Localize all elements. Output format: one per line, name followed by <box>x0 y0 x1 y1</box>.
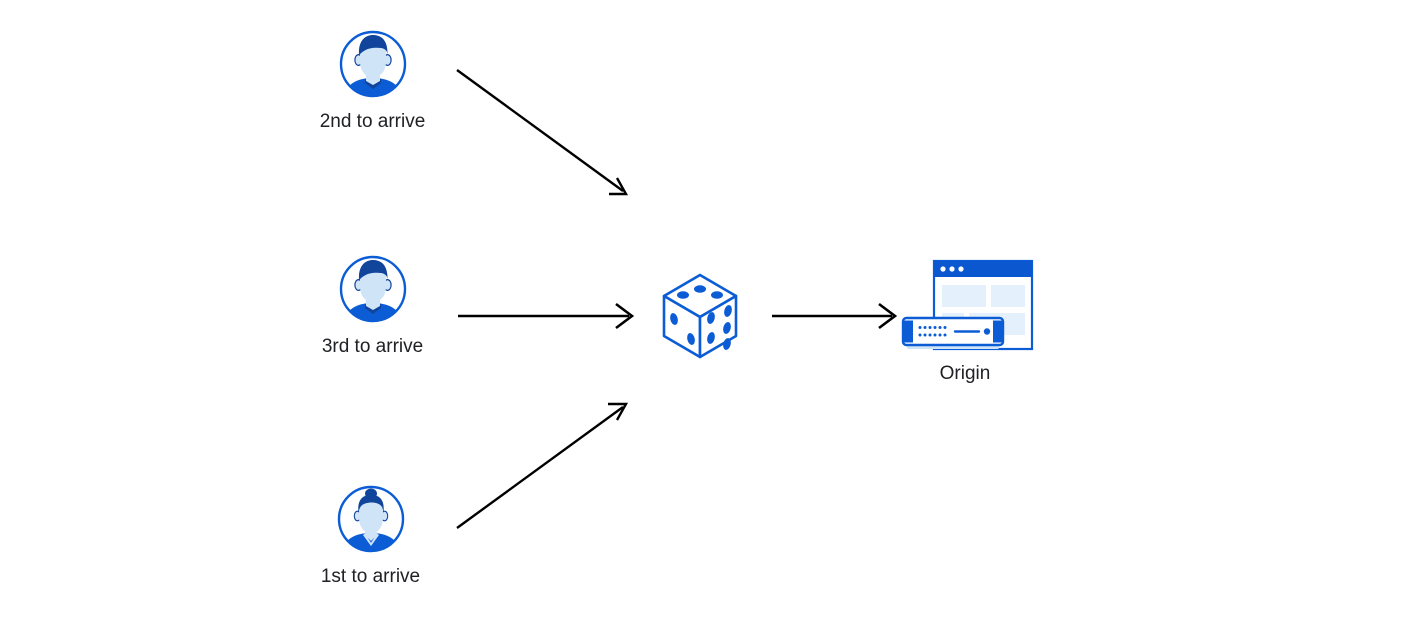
node-client-1st[interactable]: 1st to arrive <box>298 483 443 589</box>
node-client-2nd[interactable]: 2nd to arrive <box>300 28 445 134</box>
user-avatar-icon <box>337 28 409 100</box>
node-dice[interactable] <box>658 270 742 372</box>
origin-server-icon <box>895 258 1035 358</box>
edge-dice-to-origin <box>772 302 898 330</box>
node-label: 3rd to arrive <box>321 336 424 357</box>
node-label: 1st to arrive <box>320 566 421 587</box>
edge-2nd-to-dice <box>456 69 629 196</box>
node-client-3rd[interactable]: 3rd to arrive <box>300 253 445 359</box>
dice-icon <box>658 270 742 362</box>
node-label: 2nd to arrive <box>319 111 426 132</box>
user-avatar-icon <box>337 253 409 325</box>
edge-1st-to-dice <box>456 402 629 529</box>
server-device <box>901 316 1005 349</box>
edge-3rd-to-dice <box>458 302 635 330</box>
node-label: Origin <box>939 363 991 384</box>
user-avatar-icon <box>335 483 407 555</box>
node-origin[interactable]: Origin <box>895 258 1035 386</box>
